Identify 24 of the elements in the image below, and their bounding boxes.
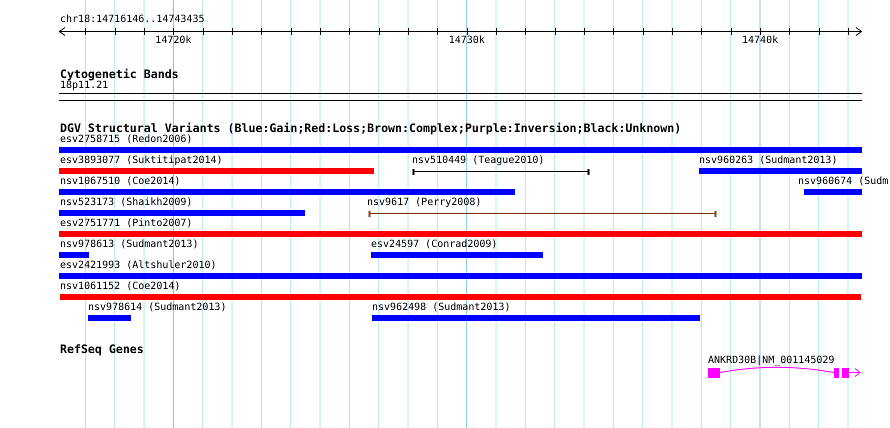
tick-label: 14740k	[742, 35, 778, 47]
track-title: DGV Structural Variants (Blue:Gain;Red:Loss;Brown:Complex;Purple:Inversion;Black:Unknown)	[60, 121, 682, 135]
variant-label: esv2758715 (Redon2006)	[60, 134, 192, 146]
variant-label: nsv9617 (Perry2008)	[367, 197, 482, 209]
variant-label: esv24597 (Conrad2009)	[371, 239, 498, 251]
variant-label: nsv1067510 (Coe2014)	[60, 176, 180, 188]
variant-label: nsv978614 (Sudmant2013)	[88, 302, 226, 314]
variant-label: nsv960674 (Sudm	[798, 176, 888, 188]
variant-label: nsv978613 (Sudmant2013)	[60, 239, 198, 251]
track-title: RefSeq Genes	[60, 342, 144, 356]
variant-label: nsv523173 (Shaikh2009)	[60, 197, 192, 209]
track-title: Cytogenetic Bands	[60, 67, 179, 81]
variant-label: nsv962498 (Sudmant2013)	[372, 302, 510, 314]
variant-label: nsv510449 (Teague2010)	[412, 155, 544, 167]
variant-label: esv3893077 (Suktitipat2014)	[60, 155, 223, 167]
tick-label: 14730k	[448, 35, 485, 47]
variant-label: esv2751771 (Pinto2007)	[60, 218, 192, 230]
variant-label: nsv1061152 (Coe2014)	[60, 281, 180, 293]
variant-label: esv2421993 (Altshuler2010)	[60, 260, 217, 272]
band-label: 18p11.21	[60, 80, 108, 92]
variant-label: nsv960263 (Sudmant2013)	[699, 155, 838, 167]
coordinate-label: chr18:14716146..14743435	[60, 14, 204, 26]
gene-label: ANKRD30B|NM_001145029	[708, 355, 834, 367]
tick-label: 14720k	[155, 35, 192, 47]
